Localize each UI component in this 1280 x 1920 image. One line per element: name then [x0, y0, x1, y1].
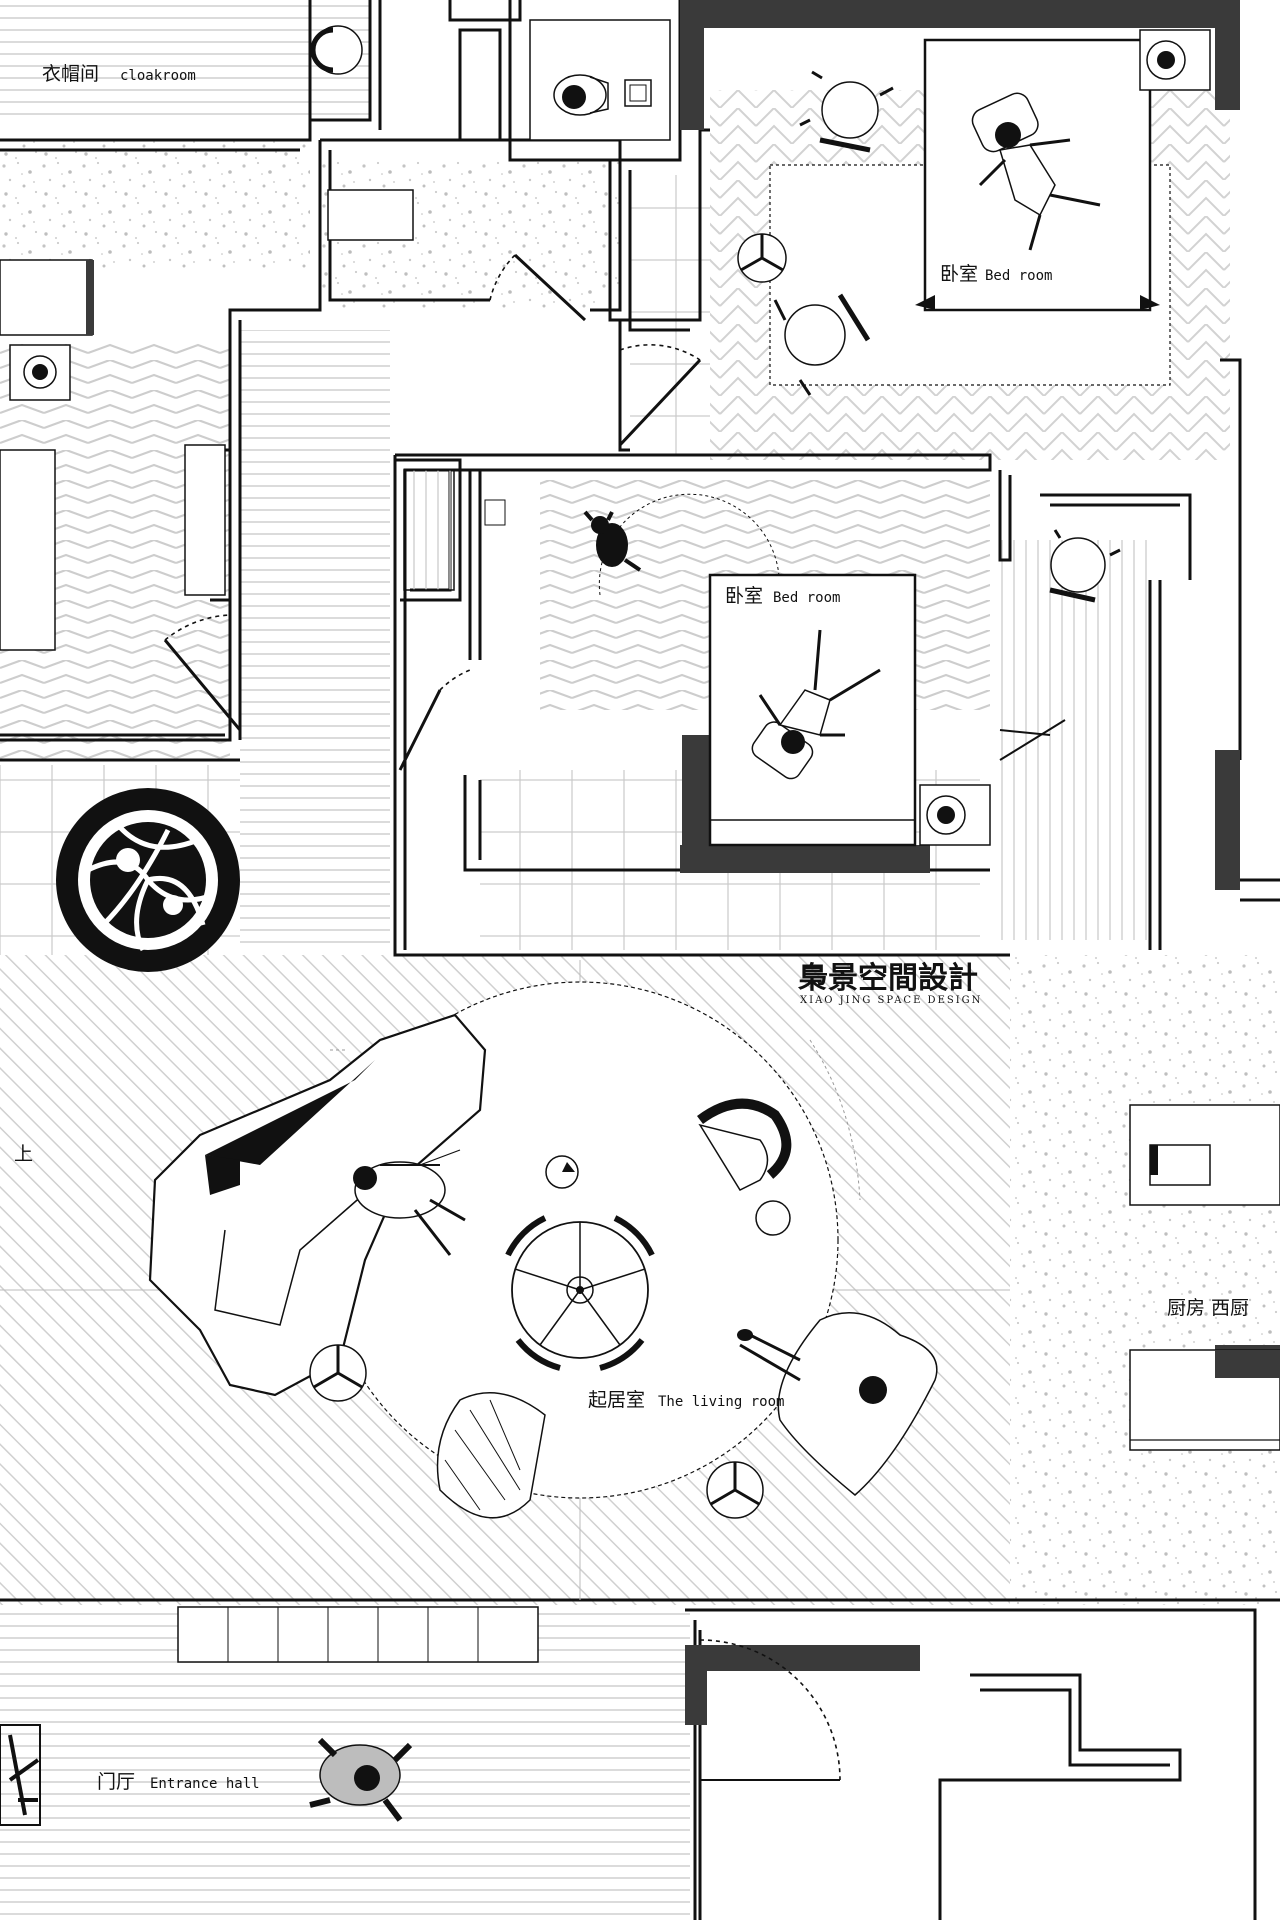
tree-icon [56, 788, 240, 972]
cloakroom-area [310, 19, 671, 141]
chair-icon [1049, 529, 1121, 603]
stairs-up-label: 上 [14, 1143, 33, 1165]
chair-icon [697, 1098, 792, 1236]
side-table-icon [737, 233, 787, 283]
cloakroom-label-en: cloakroom [120, 68, 196, 84]
pouf-icon [436, 1392, 546, 1519]
person-icon [553, 74, 609, 116]
side-table-icon [309, 1344, 367, 1402]
round-table-icon [505, 1215, 655, 1371]
solid-walls [0, 0, 1280, 1826]
side-table-icon [706, 1461, 764, 1519]
brand-logo: 梟景空間設計 XIAO JING SPACE DESIGN [797, 961, 982, 1006]
sofa-icon [148, 1013, 487, 1397]
storage-bench [0, 189, 414, 651]
kitchen-label: 厨房 西厨 [1167, 1297, 1249, 1319]
cloakroom-label-zh: 衣帽间 [42, 63, 99, 85]
person-icon [751, 629, 881, 780]
person-icon [309, 1737, 413, 1822]
door-swing-icon [163, 253, 1066, 1781]
living-room-label-en: The living room [658, 1394, 784, 1410]
master-bedroom-label-en: Bed room [985, 268, 1052, 284]
living-room-label-zh: 起居室 [588, 1389, 645, 1411]
entrance-label-en: Entrance hall [150, 1776, 260, 1792]
lamp-icon [545, 1155, 579, 1189]
brand-name: 梟景空間設計 [797, 961, 978, 996]
pet-icon [583, 510, 642, 572]
second-bedroom: 卧室 Bed room [403, 469, 1121, 847]
chair-icon [773, 293, 871, 396]
second-bedroom-label-zh: 卧室 [725, 585, 763, 607]
master-bedroom-label-zh: 卧室 [940, 263, 978, 285]
entrance-hall: 门厅 Entrance hall [8, 1606, 539, 1822]
second-bedroom-label-en: Bed room [773, 590, 840, 606]
chair-icon [799, 70, 894, 153]
person-icon [353, 1161, 466, 1256]
lounge-chair-icon [737, 1312, 938, 1496]
person-icon [971, 92, 1101, 251]
entrance-label-zh: 门厅 [97, 1771, 135, 1793]
brand-subtitle: XIAO JING SPACE DESIGN [800, 995, 982, 1006]
kitchen: 厨房 西厨 [1129, 1104, 1280, 1451]
living-room: 起居室 The living room 上 [0, 960, 1010, 1600]
master-bedroom: 卧室 Bed room [737, 29, 1211, 396]
